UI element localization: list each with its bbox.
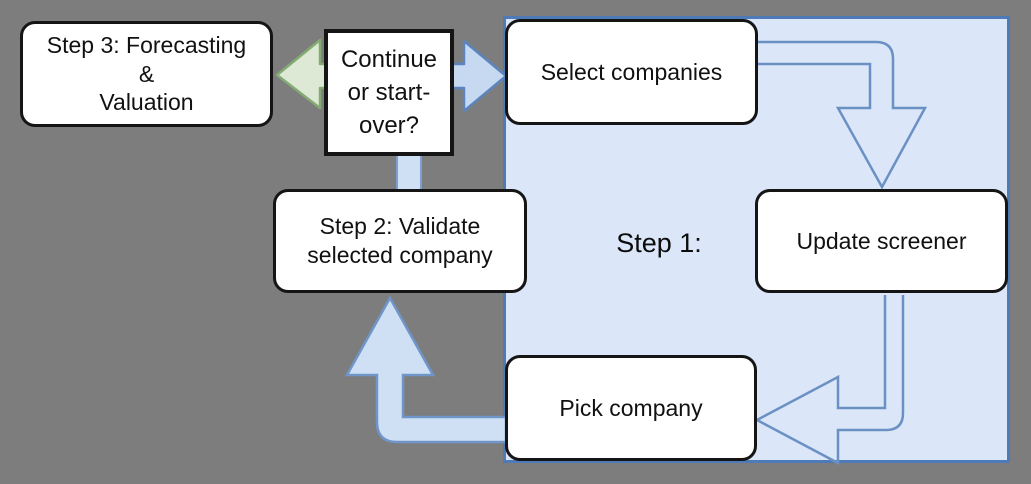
node-select-companies-label: Select companies xyxy=(540,58,723,85)
node-step3-label: Step 3: Forecasting & Valuation xyxy=(46,31,247,116)
node-decision-label: Continue or start- over? xyxy=(340,45,438,140)
node-step3: Step 3: Forecasting & Valuation xyxy=(20,21,273,127)
arrow-select-to-update-icon xyxy=(758,40,928,190)
node-pick-company: Pick company xyxy=(505,355,757,461)
node-select-companies: Select companies xyxy=(505,19,758,125)
arrow-decision-to-select-icon xyxy=(448,39,508,113)
node-decision: Continue or start- over? xyxy=(324,29,454,156)
node-pick-company-label: Pick company xyxy=(559,394,703,421)
arrow-decision-to-step3-icon xyxy=(275,38,333,110)
node-step2-label: Step 2: Validate selected company xyxy=(307,213,493,268)
connector-step2-to-decision-icon xyxy=(396,151,422,194)
arrow-update-to-pick-icon xyxy=(754,295,905,466)
node-update-screener-label: Update screener xyxy=(796,227,967,254)
node-step2: Step 2: Validate selected company xyxy=(273,189,527,293)
arrow-pick-to-step2-icon xyxy=(344,295,508,444)
step1-region-label: Step 1: xyxy=(616,227,702,258)
node-update-screener: Update screener xyxy=(755,189,1008,293)
